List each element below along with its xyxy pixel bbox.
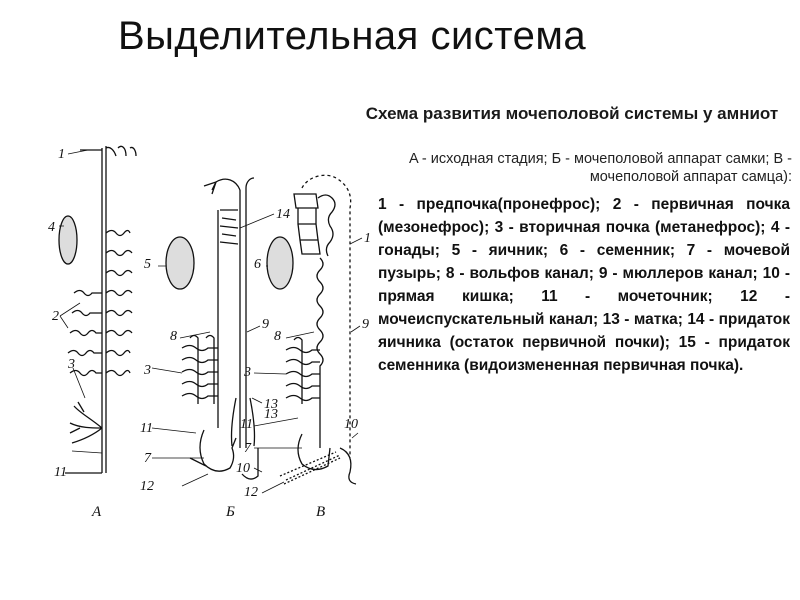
caption-title: Схема развития мочеполовой системы у амн… (365, 104, 779, 123)
panel-b-drawing (165, 177, 259, 480)
label-c-11: 11 (240, 417, 253, 432)
panel-label-c: В (316, 504, 325, 520)
panel-a-drawing (58, 145, 137, 474)
slide-title: Выделительная система (118, 14, 587, 58)
label-c-8: 8 (274, 329, 281, 344)
label-b-7: 7 (144, 451, 152, 466)
label-c-10: 10 (344, 417, 358, 432)
label-b-5: 5 (144, 257, 151, 272)
label-b-3: 3 (143, 363, 151, 378)
label-c-7: 7 (244, 441, 252, 456)
pointer-lines (151, 213, 363, 494)
label-1: 1 (58, 147, 65, 162)
label-b-13: 13 (264, 397, 278, 412)
label-b-8: 8 (170, 329, 177, 344)
diagram-labels: 1 4 2 3 11 5 14 8 9 3 13 11 7 10 12 6 15… (48, 147, 378, 520)
label-c-3: 3 (243, 365, 251, 380)
panel-label-a: А (91, 504, 102, 520)
label-c-9: 9 (362, 317, 369, 332)
label-4: 4 (48, 220, 55, 235)
label-c-6: 6 (254, 257, 261, 272)
label-3: 3 (67, 357, 75, 372)
label-b-10: 10 (236, 461, 250, 476)
label-b-14: 14 (276, 207, 290, 222)
legend-text: 1 - предпочка(пронефрос); 2 - первичная … (378, 196, 790, 374)
label-c-15: 15 (364, 231, 370, 246)
label-11: 11 (54, 465, 67, 480)
label-b-11: 11 (140, 421, 153, 436)
label-c-13: 13 (264, 407, 278, 422)
urogenital-diagram-svg: 1 4 2 3 11 5 14 8 9 3 13 11 7 10 12 6 15… (48, 145, 378, 520)
panel-label-b: Б (225, 504, 235, 520)
label-2: 2 (52, 309, 59, 324)
label-b-12: 12 (140, 479, 154, 494)
label-c-12: 12 (244, 485, 258, 500)
caption-subtitle: A - исходная стадия; Б - мочеполовой апп… (409, 151, 792, 185)
label-b-9: 9 (262, 317, 269, 332)
panel-c-drawing (266, 174, 357, 485)
urogenital-diagram: 1 4 2 3 11 5 14 8 9 3 13 11 7 10 12 6 15… (40, 128, 378, 528)
